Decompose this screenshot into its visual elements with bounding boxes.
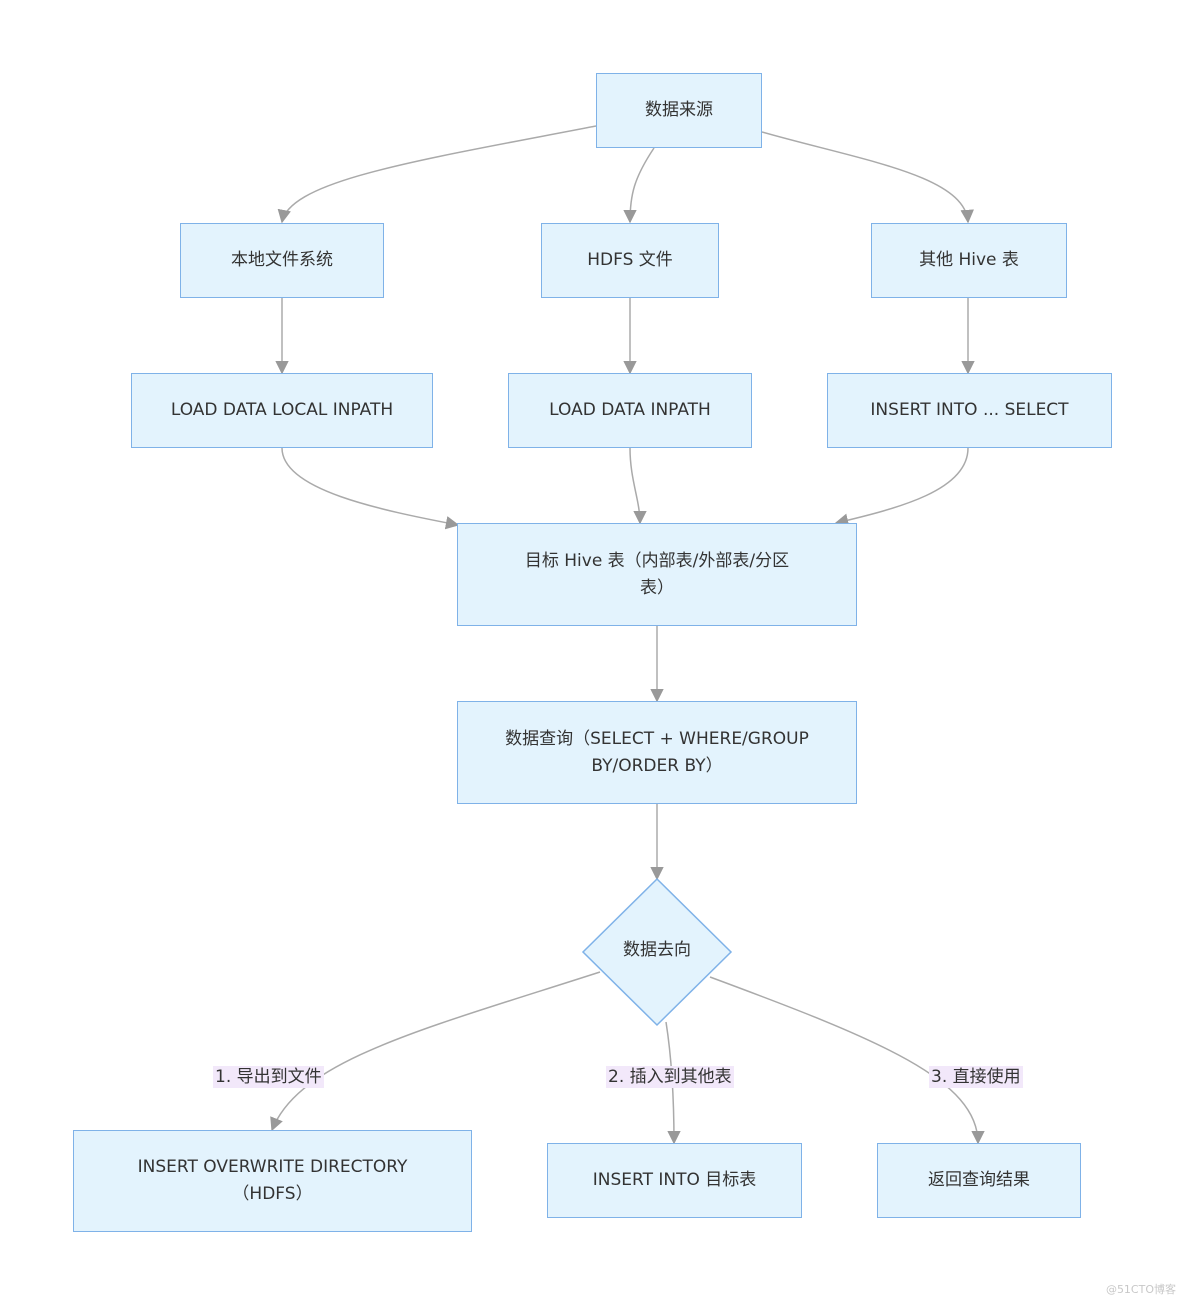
node-label: INSERT INTO ... SELECT [870,400,1069,420]
edge-loadlocal-to-target [281,447,460,530]
node-label: 数据来源 [645,100,713,120]
node-return-query-result: 返回查询结果 [877,1143,1081,1218]
node-label: 其他 Hive 表 [919,250,1019,270]
node-label-line1: INSERT OVERWRITE DIRECTORY [137,1157,408,1177]
node-data-source: 数据来源 [596,73,762,148]
node-target-hive-table: 目标 Hive 表（内部表/外部表/分区 表） [457,523,857,626]
edge-destination-to-return [709,976,985,1145]
node-label: 本地文件系统 [231,250,333,270]
node-label: INSERT INTO 目标表 [592,1170,757,1190]
destination-diamond [581,877,733,1027]
edge-source-to-hdfs [623,147,655,224]
edge-label-direct: 3. 直接使用 [929,1066,1023,1088]
edge-source-to-local [277,125,597,224]
node-label: 返回查询结果 [928,1170,1030,1190]
node-label-line1: 数据查询（SELECT + WHERE/GROUP [505,728,809,749]
edge-insert-to-target [834,447,969,527]
node-label: HDFS 文件 [587,250,673,270]
node-data-destination-label: 数据去向 [623,940,691,960]
node-label-line2: 表） [640,577,674,598]
edge-label-export: 1. 导出到文件 [213,1066,324,1088]
edge-load-to-target [629,447,647,525]
node-hdfs-file: HDFS 文件 [541,223,719,298]
edge-source-to-hive [761,131,974,224]
node-label: LOAD DATA LOCAL INPATH [170,400,394,420]
node-label-line2: BY/ORDER BY） [591,755,723,776]
node-load-data-local: LOAD DATA LOCAL INPATH [131,373,433,448]
node-insert-into-target: INSERT INTO 目标表 [547,1143,802,1218]
node-label-line1: 目标 Hive 表（内部表/外部表/分区 [524,550,790,571]
node-insert-into-select: INSERT INTO ... SELECT [827,373,1112,448]
node-label: LOAD DATA INPATH [549,400,711,420]
node-label-line2: （HDFS） [232,1184,313,1204]
node-insert-overwrite-directory: INSERT OVERWRITE DIRECTORY （HDFS） [73,1130,472,1232]
edge-destination-to-export [270,971,601,1132]
node-load-data: LOAD DATA INPATH [508,373,752,448]
node-data-query: 数据查询（SELECT + WHERE/GROUP BY/ORDER BY） [457,701,857,804]
edge-label-insert: 2. 插入到其他表 [606,1066,734,1088]
node-other-hive-table: 其他 Hive 表 [871,223,1067,298]
watermark: @51CTO博客 [1105,1283,1176,1296]
node-local-file-system: 本地文件系统 [180,223,384,298]
